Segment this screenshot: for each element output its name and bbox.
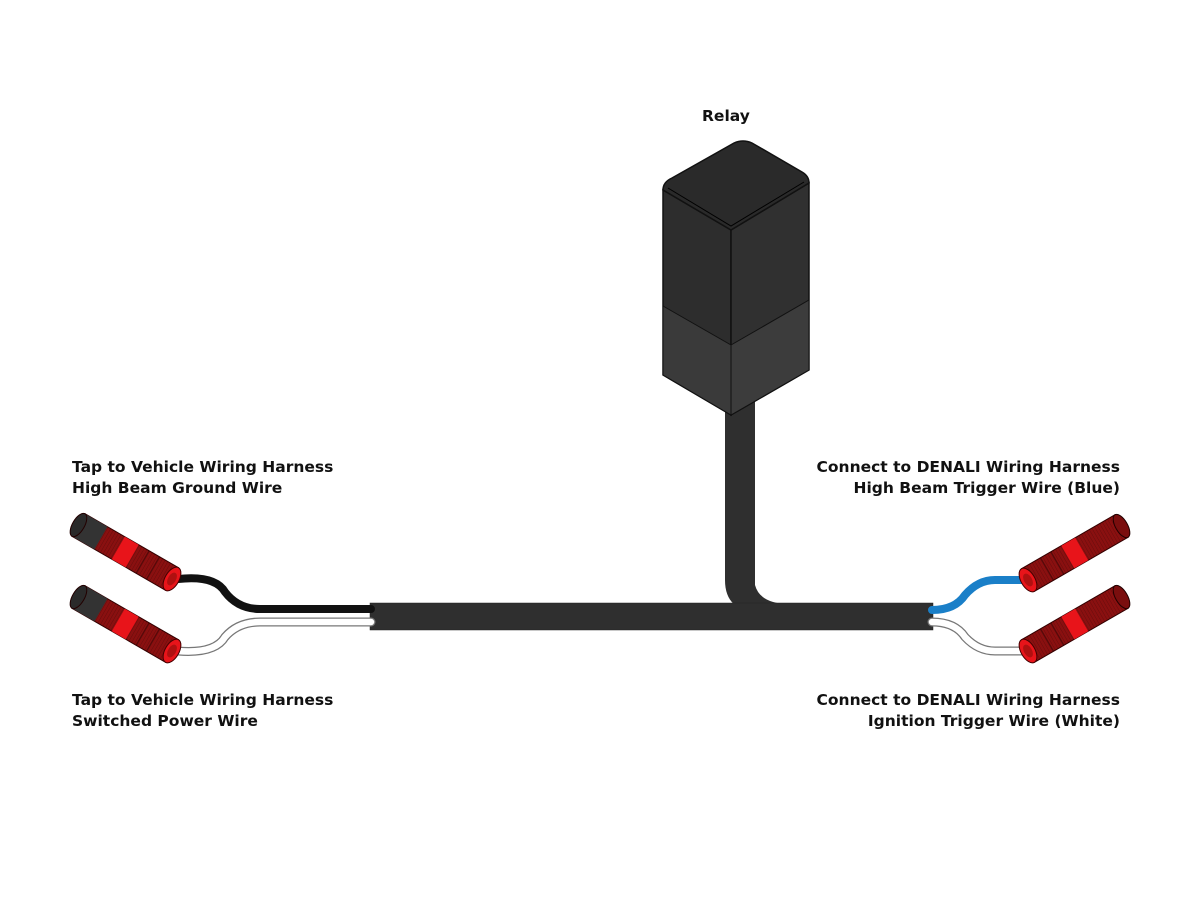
label-bottom-right: Connect to DENALI Wiring Harness Ignitio… bbox=[817, 690, 1120, 732]
label-line: Switched Power Wire bbox=[72, 712, 258, 730]
label-top-left: Tap to Vehicle Wiring Harness High Beam … bbox=[72, 457, 333, 499]
relay bbox=[662, 140, 810, 612]
label-line: Ignition Trigger Wire (White) bbox=[867, 712, 1120, 730]
connector-high-beam-trigger bbox=[1018, 513, 1131, 593]
label-line: Connect to DENALI Wiring Harness bbox=[816, 458, 1120, 476]
label-line: High Beam Ground Wire bbox=[72, 479, 283, 497]
main-cable bbox=[369, 602, 934, 631]
label-line: Tap to Vehicle Wiring Harness bbox=[72, 691, 334, 709]
label-line: High Beam Trigger Wire (Blue) bbox=[853, 479, 1120, 497]
label-top-right: Connect to DENALI Wiring Harness High Be… bbox=[817, 457, 1120, 499]
connector-ground bbox=[69, 512, 182, 592]
label-line: Tap to Vehicle Wiring Harness bbox=[72, 458, 334, 476]
relay-top bbox=[662, 140, 810, 231]
relay-label: Relay bbox=[702, 107, 750, 125]
label-relay: Relay bbox=[702, 106, 750, 127]
wire-ground-black bbox=[174, 574, 375, 613]
connector-switched-power bbox=[69, 584, 182, 664]
relay-cable bbox=[725, 395, 790, 612]
label-line: Connect to DENALI Wiring Harness bbox=[816, 691, 1120, 709]
label-bottom-left: Tap to Vehicle Wiring Harness Switched P… bbox=[72, 690, 333, 732]
wire-high-beam-trigger-blue bbox=[928, 576, 1026, 614]
connector-ignition-trigger bbox=[1018, 584, 1131, 664]
